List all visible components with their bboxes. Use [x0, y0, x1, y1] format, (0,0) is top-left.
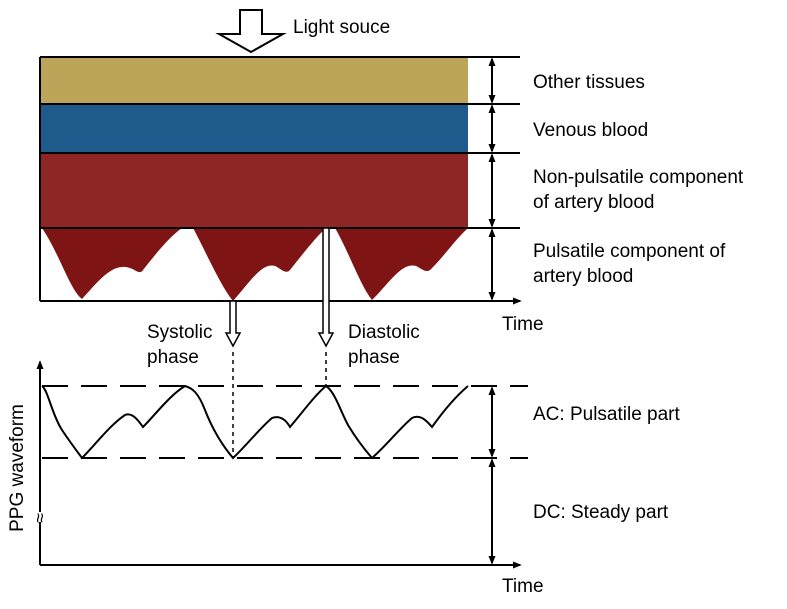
light-source-label: Light souce: [293, 17, 390, 38]
top-time-label: Time: [502, 314, 544, 335]
axis-break-gap: [34, 512, 46, 522]
diastolic-label-line1: Diastolic: [348, 322, 420, 343]
pulsatile-label-line2: artery blood: [533, 266, 633, 287]
layer-other-tissues: [40, 57, 468, 104]
systolic-label-line2: phase: [147, 347, 199, 368]
dc-label: DC: Steady part: [533, 502, 669, 523]
diastolic-label-line2: phase: [348, 347, 400, 368]
systolic-phase-arrow: [224, 300, 242, 348]
axis-break-icon: ≈: [30, 513, 50, 523]
light-source-arrow: [215, 9, 287, 54]
non-pulsatile-label-line2: of artery blood: [533, 192, 654, 213]
bottom-time-label: Time: [502, 576, 544, 597]
pulsatile-label-line1: Pulsatile component of: [533, 241, 726, 262]
diastolic-phase-arrow: [317, 227, 335, 348]
layer-non-pulsatile-artery-blood: [40, 153, 468, 228]
ppg-y-axis-label: PPG waveform: [7, 404, 28, 532]
venous-blood-label: Venous blood: [533, 120, 648, 141]
ppg-waveform: [41, 384, 469, 460]
non-pulsatile-label-line1: Non-pulsatile component: [533, 167, 744, 188]
ac-label: AC: Pulsatile part: [533, 404, 681, 425]
other-tissues-label: Other tissues: [533, 72, 645, 93]
layer-pulsatile-artery-blood: [42, 228, 468, 301]
systolic-label-line1: Systolic: [147, 322, 212, 343]
layer-venous-blood: [40, 104, 468, 153]
